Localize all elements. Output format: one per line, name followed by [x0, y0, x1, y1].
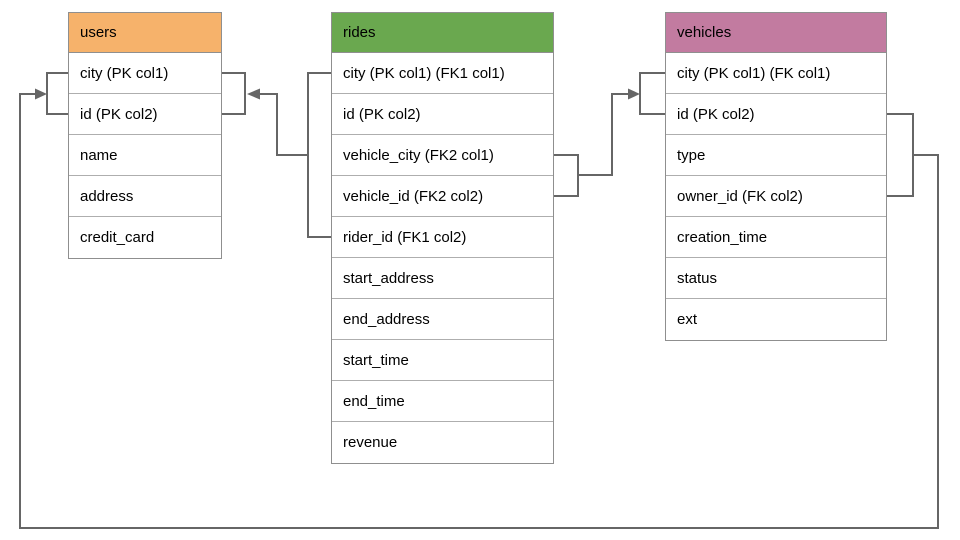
vehicles-left-bracket: [639, 72, 665, 115]
table-row: creation_time: [666, 217, 886, 258]
column-label: status: [677, 269, 718, 287]
table-row: start_time: [332, 340, 553, 381]
table-row: address: [69, 176, 221, 217]
table-row: rider_id (FK1 col2): [332, 217, 553, 258]
connector-rides-to-users: [222, 72, 333, 238]
table-title: vehicles: [677, 24, 732, 41]
table-row: ext: [666, 299, 886, 340]
table-row: end_time: [332, 381, 553, 422]
connector-rides-to-vehicles: [553, 72, 665, 197]
column-label: start_address: [343, 269, 434, 287]
column-label: id (PK col2): [80, 105, 158, 123]
table-row: credit_card: [69, 217, 221, 258]
table-row: name: [69, 135, 221, 176]
rides-to-vehicles-elbow: [578, 93, 628, 176]
table-row: id (PK col2): [69, 94, 221, 135]
column-label: end_time: [343, 392, 405, 410]
table-users-header: users: [69, 13, 221, 53]
table-users[interactable]: users city (PK col1) id (PK col2) name a…: [68, 12, 222, 259]
column-label: vehicle_city (FK2 col1): [343, 146, 494, 164]
arrowhead-to-vehicles: [628, 88, 640, 100]
column-label: id (PK col2): [677, 105, 755, 123]
table-row: owner_id (FK col2): [666, 176, 886, 217]
column-label: revenue: [343, 434, 398, 451]
table-title: users: [80, 24, 117, 41]
users-right-bracket: [222, 72, 246, 115]
rides-left-bracket: [307, 72, 333, 238]
table-row: city (PK col1) (FK1 col1): [332, 53, 553, 94]
column-label: id (PK col2): [343, 105, 421, 123]
table-row: start_address: [332, 258, 553, 299]
column-label: end_address: [343, 310, 430, 328]
vehicles-right-bracket: [887, 113, 914, 197]
table-rides[interactable]: rides city (PK col1) (FK1 col1) id (PK c…: [331, 12, 554, 464]
column-label: city (PK col1) (FK1 col1): [343, 64, 505, 82]
column-label: credit_card: [80, 229, 155, 246]
table-row: city (PK col1): [69, 53, 221, 94]
table-row: revenue: [332, 422, 553, 463]
arrowhead-to-users-left: [35, 88, 47, 100]
table-row: city (PK col1) (FK col1): [666, 53, 886, 94]
arrowhead-to-users: [247, 88, 260, 100]
table-row: end_address: [332, 299, 553, 340]
column-label: name: [80, 146, 118, 164]
vehicles-to-users-loop: [19, 93, 939, 529]
table-title: rides: [343, 24, 376, 41]
column-label: city (PK col1): [80, 64, 169, 82]
column-label: rider_id (FK1 col2): [343, 228, 467, 246]
column-label: vehicle_id (FK2 col2): [343, 187, 484, 205]
table-row: id (PK col2): [666, 94, 886, 135]
column-label: start_time: [343, 351, 409, 369]
table-row: vehicle_id (FK2 col2): [332, 176, 553, 217]
table-row: vehicle_city (FK2 col1): [332, 135, 553, 176]
table-vehicles-header: vehicles: [666, 13, 886, 53]
connector-vehicles-to-users: [19, 72, 939, 529]
column-label: city (PK col1) (FK col1): [677, 64, 831, 82]
rides-right-bracket: [553, 154, 579, 197]
table-rides-header: rides: [332, 13, 553, 53]
table-row: id (PK col2): [332, 94, 553, 135]
column-label: ext: [677, 311, 698, 328]
rides-to-users-elbow: [259, 93, 308, 156]
table-row: status: [666, 258, 886, 299]
table-row: type: [666, 135, 886, 176]
column-label: type: [677, 146, 706, 164]
users-left-bracket: [46, 72, 68, 115]
column-label: owner_id (FK col2): [677, 187, 803, 205]
column-label: address: [80, 187, 134, 205]
column-label: creation_time: [677, 228, 768, 246]
table-vehicles[interactable]: vehicles city (PK col1) (FK col1) id (PK…: [665, 12, 887, 341]
